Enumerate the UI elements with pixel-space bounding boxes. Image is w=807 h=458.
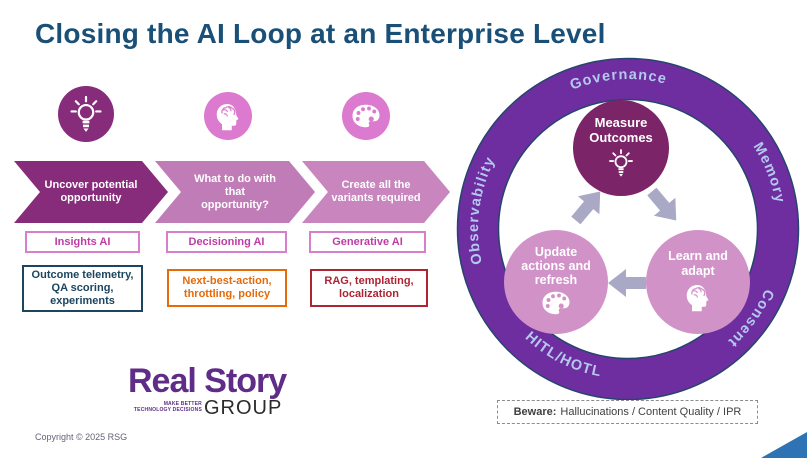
cycle-arrow-measure-to-learn: [641, 182, 687, 229]
beware-text: Hallucinations / Content Quality / IPR: [560, 406, 742, 418]
lightbulb-icon: [608, 148, 634, 181]
beware-box: Beware: Hallucinations / Content Quality…: [497, 400, 758, 424]
head-brain-icon: [683, 282, 713, 316]
copyright: Copyright © 2025 RSG: [35, 432, 128, 442]
node-label-line: adapt: [681, 263, 715, 278]
logo-tagline-line: TECHNOLOGY DECISIONS: [133, 407, 202, 413]
beware-label: Beware:: [513, 406, 557, 418]
detail-line: QA scoring,: [51, 282, 114, 294]
logo-tagline-line: MAKE BETTER: [163, 401, 202, 407]
logo-tagline: MAKE BETTER TECHNOLOGY DECISIONS: [128, 401, 202, 413]
detail-line: localization: [339, 288, 399, 300]
chevron-label-line: Uncover potential: [44, 179, 138, 191]
detail-box-generative: RAG, templating, localization: [310, 269, 428, 307]
cycle-arrow-learn-to-update: [608, 269, 646, 297]
node-label-line: refresh: [534, 273, 578, 287]
stage-chevron-decide: What to do with that opportunity?: [155, 161, 315, 223]
node-label-line: actions and: [521, 259, 591, 273]
chevron-label-line: opportunity: [60, 192, 122, 204]
page-title: Closing the AI Loop at an Enterprise Lev…: [35, 18, 606, 49]
ai-tag-insights: Insights AI: [25, 231, 140, 253]
logo-name: Real Story: [128, 362, 287, 400]
stage-chevron-create: Create all the variants required: [302, 161, 450, 223]
chevron-label-line: Create all the: [341, 179, 411, 191]
detail-line: throttling, policy: [183, 288, 271, 300]
ai-tag-decisioning: Decisioning AI: [166, 231, 287, 253]
detail-line: experiments: [50, 295, 115, 307]
ai-loop-diagram: Governance Memory Consent Observability …: [455, 56, 801, 402]
detail-line: Outcome telemetry,: [31, 269, 134, 281]
node-measure-outcomes: Measure Outcomes: [573, 100, 669, 196]
chevron-label-line: variants required: [331, 192, 421, 204]
detail-line: Next-best-action,: [182, 275, 272, 287]
stage-chevron-uncover: Uncover potential opportunity: [14, 161, 168, 223]
ai-tag-generative: Generative AI: [309, 231, 426, 253]
rsg-logo: Real Story MAKE BETTER TECHNOLOGY DECISI…: [128, 364, 328, 420]
detail-line: RAG, templating,: [324, 275, 414, 287]
node-label-line: Outcomes: [589, 130, 653, 145]
node-label-line: Measure: [594, 115, 648, 130]
detail-box-insights: Outcome telemetry, QA scoring, experimen…: [22, 265, 143, 312]
logo-group: GROUP: [204, 397, 283, 419]
lightbulb-icon: [58, 86, 114, 142]
node-label-line: Learn and: [668, 248, 728, 263]
cycle-arrow-update-to-measure: [565, 182, 611, 229]
chevron-label-line: What to do with that: [194, 172, 276, 198]
chevron-label-line: opportunity?: [201, 198, 269, 211]
corner-triangle: [761, 432, 807, 458]
node-learn-adapt: Learn and adapt: [646, 230, 750, 334]
node-label-line: Update: [534, 245, 578, 259]
detail-box-decisioning: Next-best-action, throttling, policy: [167, 269, 287, 307]
head-brain-icon: [204, 92, 252, 140]
node-update-actions-refresh: Update actions and refresh: [504, 230, 608, 334]
palette-icon: [342, 92, 390, 140]
palette-icon: [541, 290, 571, 319]
